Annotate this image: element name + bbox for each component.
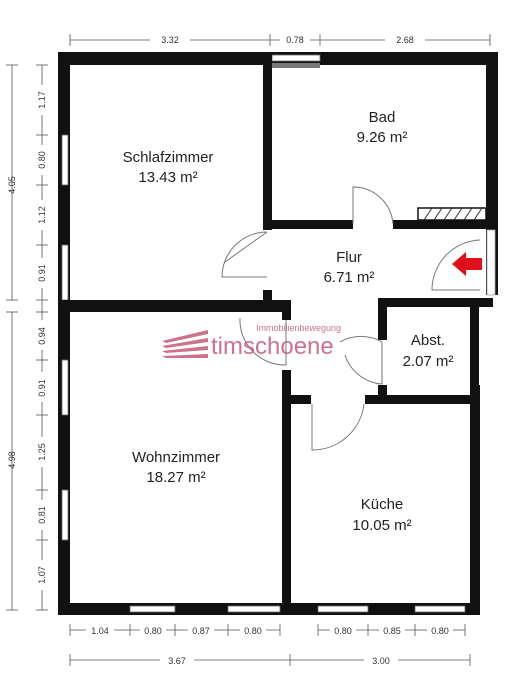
dim-left-inner-5: 0.94 [37,327,47,345]
dim-bottom-inner-5: 0.80 [334,626,352,636]
bottom-inner-dimensions [69,624,466,636]
dim-top-3: 2.68 [396,35,414,45]
dim-bottom-inner-1: 1.04 [91,626,109,636]
dim-left-inner-1: 1.17 [37,91,47,109]
bad-window-sill [272,63,320,68]
dim-left-inner-8: 0.81 [37,506,47,524]
room-name-wohnzimmer: Wohnzimmer [132,449,220,466]
entrance-arrow-icon [452,252,482,276]
room-name-flur: Flur [336,249,362,266]
dim-left-inner-3: 1.12 [37,206,47,224]
dim-bottom-inner-2: 0.80 [144,626,162,636]
bad-vent [417,207,487,221]
dim-bottom-inner-3: 0.87 [192,626,210,636]
room-area-abst: 2.07 m² [403,353,454,370]
dim-left-inner-2: 0.80 [37,151,47,169]
dim-left-outer-2: 4.98 [7,451,17,469]
dim-left-inner-9: 1.07 [37,566,47,584]
logo-tagline: Immobilienbewegung [256,323,341,333]
room-area-schlafzimmer: 13.43 m² [138,169,197,186]
room-name-abst: Abst. [411,332,445,349]
entrance-opening [486,229,496,296]
dim-left-inner-7: 1.25 [37,443,47,461]
logo-mark-icon [162,330,208,358]
bottom-outer-dimensions [69,654,471,666]
dim-bottom-outer-2: 3.00 [372,656,390,666]
dim-bottom-inner-4: 0.80 [244,626,262,636]
left-outer-dimensions [6,64,18,611]
room-area-bad: 9.26 m² [357,129,408,146]
dim-top-2: 0.78 [286,35,304,45]
windows [61,54,466,613]
logo-watermark: Immobilienbewegung timschoene [162,323,341,360]
room-name-schlafzimmer: Schlafzimmer [123,149,214,166]
logo-brand: timschoene [211,333,334,360]
room-name-kueche: Küche [361,496,404,513]
room-area-flur: 6.71 m² [324,269,375,286]
dim-left-inner-6: 0.91 [37,379,47,397]
dim-left-outer-1: 4.05 [7,176,17,194]
dim-bottom-inner-6: 0.85 [383,626,401,636]
room-area-kueche: 10.05 m² [352,517,411,534]
dim-left-inner-4: 0.91 [37,264,47,282]
room-name-bad: Bad [369,109,396,126]
interior-walls [58,52,493,615]
dim-bottom-outer-1: 3.67 [168,656,186,666]
dim-bottom-inner-7: 0.80 [431,626,449,636]
dim-top-1: 3.32 [161,35,179,45]
door-swings [221,186,481,451]
room-area-wohnzimmer: 18.27 m² [146,469,205,486]
